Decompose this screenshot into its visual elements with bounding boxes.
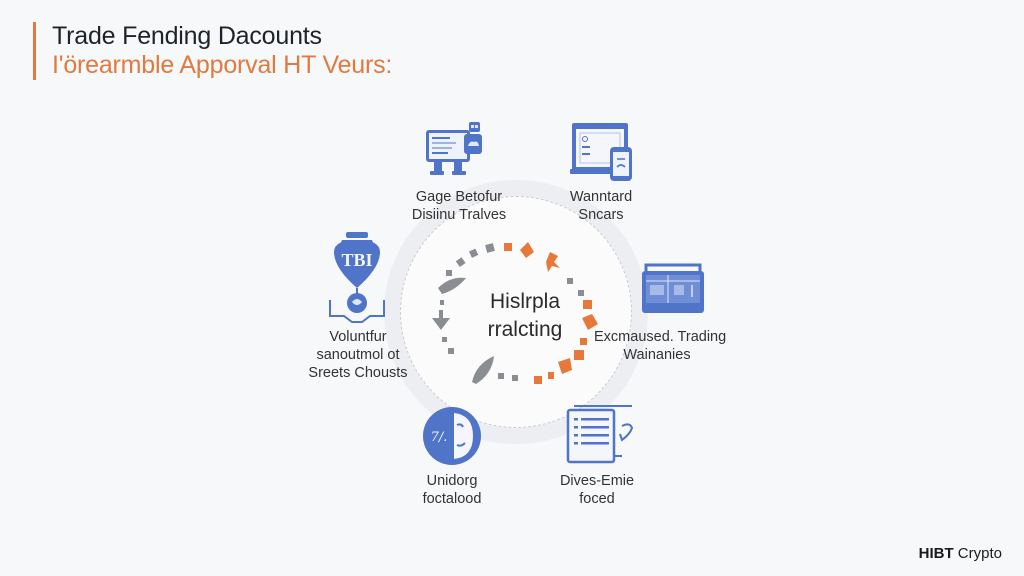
document-checklist-icon: [566, 405, 634, 464]
node-excmaused-line2: Wainanies: [623, 347, 691, 363]
brand-logo: HIBT Crypto: [919, 545, 1002, 562]
node-label-excmaused: Excmaused. Trading Wainanies: [594, 328, 727, 364]
tbi-balloon-icon: TBI: [329, 232, 385, 323]
center-label-line2: rralcting: [487, 318, 563, 341]
node-unidorg-line1: Unidorg: [426, 473, 478, 489]
title-block: Trade Fending Dacounts I'örearmble Appor…: [33, 22, 392, 80]
node-label-dives-emie: Dives-Emie foced: [548, 472, 646, 508]
node-dives-emie-line2: foced: [579, 491, 615, 507]
cycle-inner-ring: [400, 196, 632, 428]
page-title: Trade Fending Dacounts: [52, 22, 322, 50]
node-label-wanntard: Wanntard Sncars: [548, 188, 654, 224]
half-moon-face-icon: 7/.: [423, 407, 481, 465]
cycle-arrows-icon: [432, 242, 598, 384]
node-wanntard-line1: Wanntard: [569, 189, 633, 205]
node-voluntfur-line2: sanoutmol ot: [316, 347, 400, 363]
node-gage-line1: Gage Betofur: [415, 189, 503, 205]
node-label-voluntfur: Voluntfur sanoutmol ot Sreets Chousts: [296, 328, 420, 382]
svg-text:7/.: 7/.: [431, 430, 448, 445]
tbi-badge-text: TBI: [341, 250, 372, 270]
node-dives-emie-line1: Dives-Emie: [559, 473, 635, 489]
node-voluntfur-line3: Sreets Chousts: [308, 365, 408, 381]
page-subtitle: I'örearmble Apporval HT Veurs:: [52, 51, 393, 79]
node-label-gage: Gage Betofur Disiinu Tralves: [398, 188, 520, 224]
node-label-unidorg: Unidorg foctalood: [404, 472, 500, 508]
node-gage-line2: Disiinu Tralves: [411, 207, 507, 223]
node-voluntfur-line1: Voluntfur: [329, 329, 387, 345]
brand-bold: HIBT: [918, 545, 954, 562]
brand-rest: Crypto: [953, 545, 1002, 562]
node-unidorg-line2: foctalood: [422, 491, 482, 507]
node-wanntard-line2: Sncars: [578, 207, 624, 223]
trading-terminal-icon: [642, 263, 704, 313]
center-label-line1: Hislrpla: [489, 290, 560, 313]
node-excmaused-line1: Excmaused. Trading: [594, 329, 727, 345]
laptop-phone-icon: [570, 123, 632, 181]
monitor-robot-icon: [426, 122, 482, 175]
cycle-center-label: Hislrpla rralcting: [470, 288, 580, 344]
